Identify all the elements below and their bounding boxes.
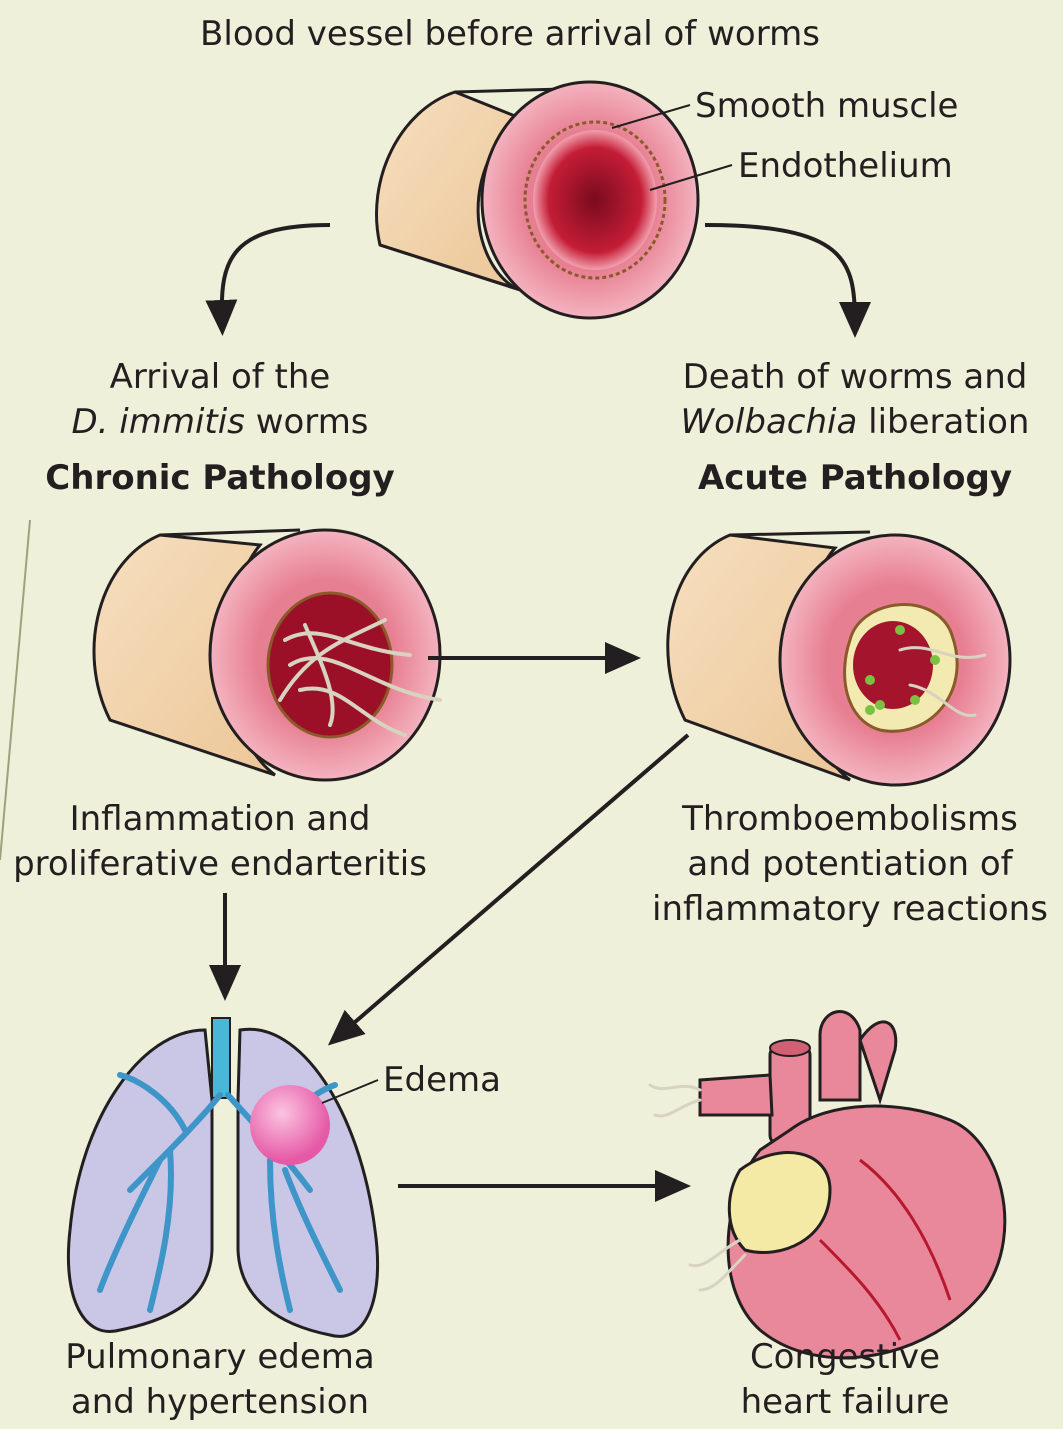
vessel-acute bbox=[668, 532, 1010, 785]
heart-outcome-line2: heart failure bbox=[680, 1380, 1010, 1424]
diagram-title: Blood vessel before arrival of worms bbox=[160, 12, 860, 56]
chronic-pathology-heading: Chronic Pathology bbox=[20, 456, 420, 500]
chronic-cause-species: D. immitis bbox=[71, 402, 244, 442]
acute-outcome-line2: and potentiation of bbox=[640, 842, 1060, 886]
heart-illustration bbox=[650, 1011, 1005, 1357]
arrow-to-acute bbox=[705, 225, 855, 322]
lungs-illustration bbox=[68, 1018, 377, 1336]
chronic-cause-line1: Arrival of the bbox=[30, 355, 410, 399]
label-endothelium: Endothelium bbox=[738, 146, 953, 186]
acute-outcome-line3: inflammatory reactions bbox=[640, 887, 1060, 931]
chronic-outcome-line1: Inflammation and bbox=[0, 797, 440, 841]
acute-pathology-heading: Acute Pathology bbox=[660, 456, 1050, 500]
vessel-chronic bbox=[94, 530, 440, 780]
label-smooth-muscle: Smooth muscle bbox=[695, 86, 958, 126]
arrow-to-chronic bbox=[222, 225, 330, 320]
acute-cause-line1: Death of worms and bbox=[660, 355, 1050, 399]
edema-blob bbox=[250, 1085, 330, 1165]
heart-outcome-line1: Congestive bbox=[680, 1335, 1010, 1379]
acute-cause-bacteria: Wolbachia bbox=[681, 402, 858, 442]
chronic-cause-rest: worms bbox=[245, 402, 369, 442]
chronic-cause-line2: D. immitis worms bbox=[30, 400, 410, 444]
acute-cause-line2: Wolbachia liberation bbox=[660, 400, 1050, 444]
chronic-outcome-line2: proliferative endarteritis bbox=[0, 842, 440, 886]
lungs-outcome-line1: Pulmonary edema bbox=[20, 1335, 420, 1379]
label-edema: Edema bbox=[383, 1060, 501, 1100]
lungs-outcome-line2: and hypertension bbox=[20, 1380, 420, 1424]
acute-outcome-line1: Thromboembolisms bbox=[640, 797, 1060, 841]
acute-cause-rest: liberation bbox=[857, 402, 1029, 442]
